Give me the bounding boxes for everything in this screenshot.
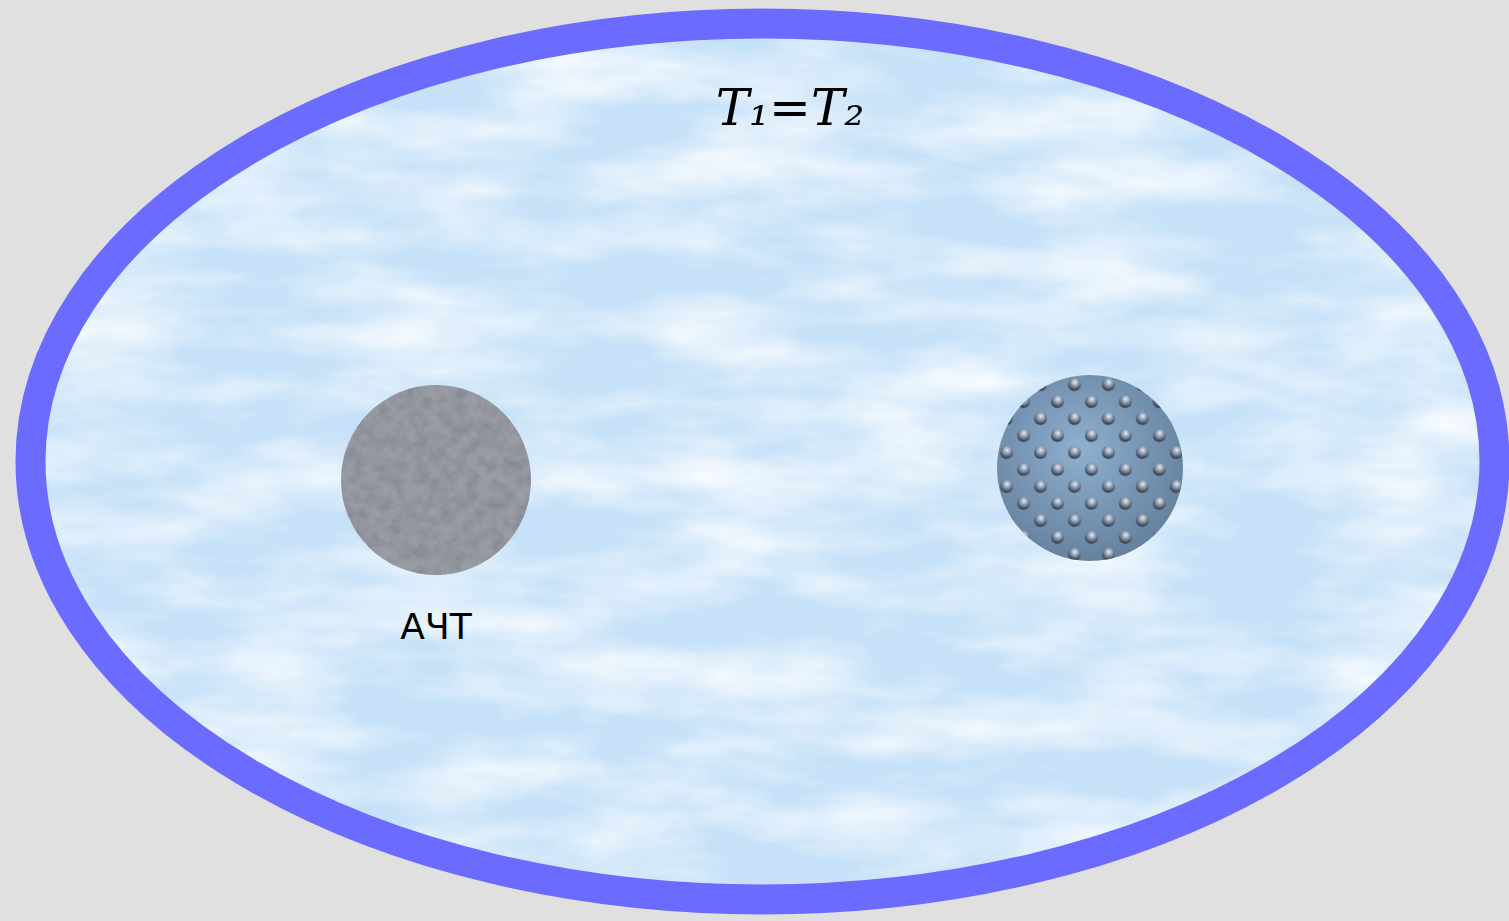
circle-outline [341, 385, 531, 575]
region-clouds [31, 24, 1495, 900]
black-body-disc [341, 385, 531, 575]
region-fill [31, 24, 1495, 900]
black-body: АЧТ [341, 385, 531, 575]
body-disc [997, 375, 1183, 561]
body-label: АЧТ [341, 605, 531, 648]
temperature-equation: T₁=T₂ [640, 78, 940, 138]
region-border [31, 24, 1495, 900]
body-texture [997, 375, 1183, 561]
plain-body [997, 375, 1183, 561]
